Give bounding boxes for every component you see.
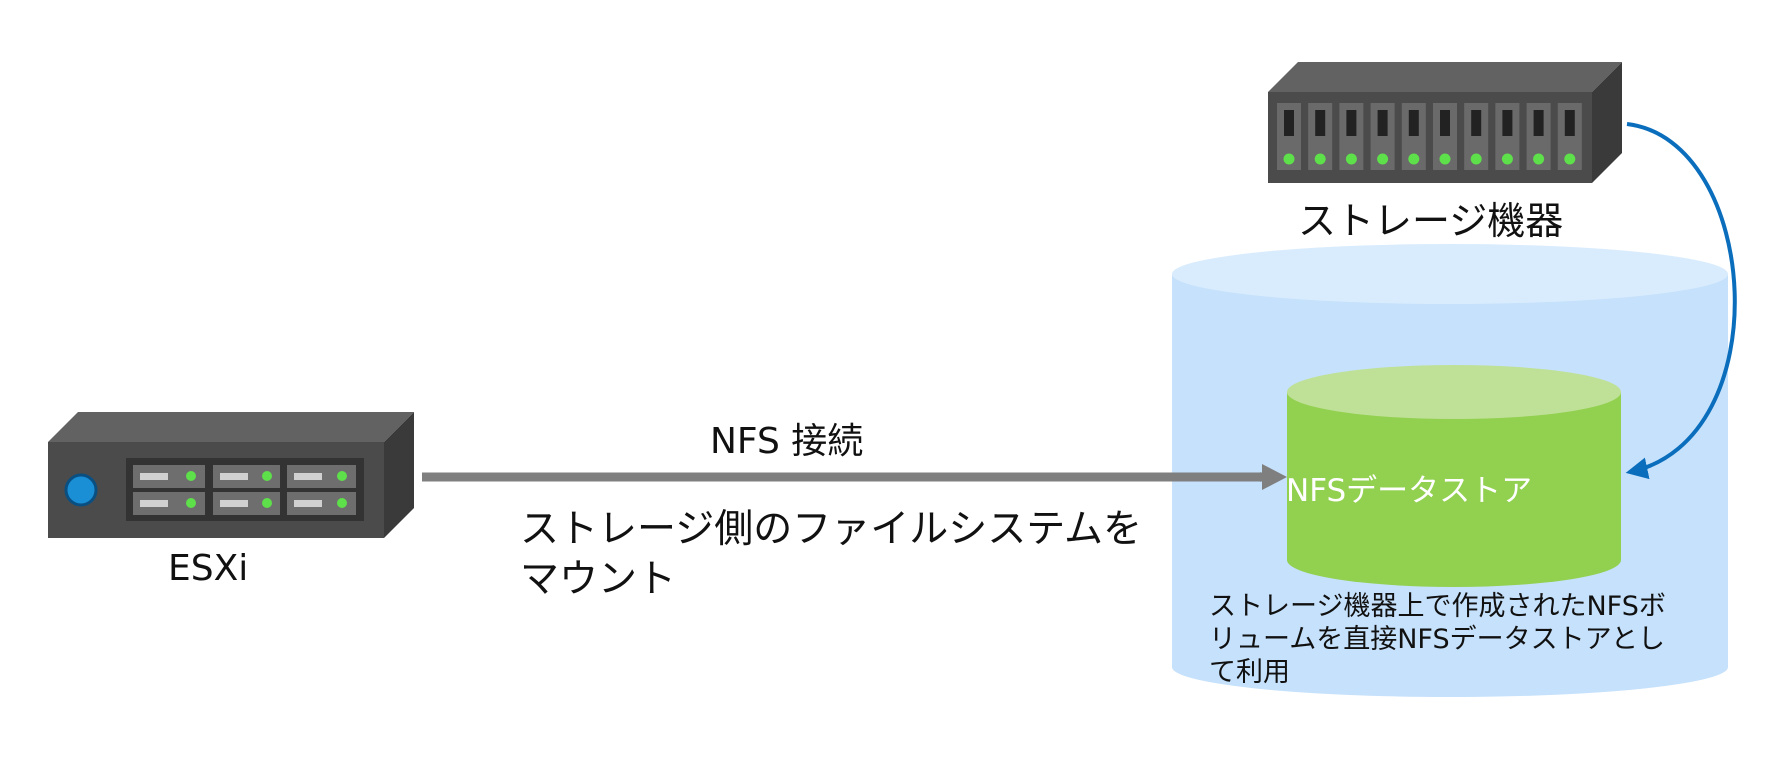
storage-drive-slot bbox=[1346, 110, 1357, 136]
nfs-connection-label: NFS 接続 bbox=[710, 421, 864, 462]
storage-drive-slot bbox=[1502, 110, 1513, 136]
esxi-label: ESXi bbox=[168, 548, 249, 589]
nfs-datastore-label: NFSデータストア bbox=[1286, 473, 1533, 509]
storage-drive-slot bbox=[1440, 110, 1450, 136]
storage-drive-led bbox=[1314, 153, 1326, 165]
storage-drive-led bbox=[1377, 153, 1389, 165]
esxi-drive-bays bbox=[133, 465, 356, 515]
nfs-datastore-cylinder bbox=[1287, 365, 1621, 587]
storage-drive-bays bbox=[1277, 103, 1582, 170]
storage-drive-slot bbox=[1408, 110, 1419, 136]
storage-drive-slot bbox=[1533, 110, 1544, 136]
storage-drive-slot bbox=[1284, 110, 1294, 136]
storage-drive-led bbox=[1501, 153, 1513, 165]
provision-curve-arrow bbox=[1625, 122, 1737, 480]
storage-drive-led bbox=[1408, 153, 1420, 165]
storage-drive-led bbox=[1283, 153, 1295, 165]
storage-drive-slot bbox=[1377, 110, 1388, 136]
storage-drive-led bbox=[1439, 153, 1451, 165]
storage-drive-slot bbox=[1564, 110, 1575, 136]
storage-drive-led bbox=[1345, 153, 1357, 165]
storage-drive-led bbox=[1533, 153, 1545, 165]
nfs-connection-arrowhead bbox=[1262, 464, 1287, 490]
nfs-volume-description: ストレージ機器上で作成されたNFSボリュームを直接NFSデータストアとして利用 bbox=[1209, 591, 1666, 688]
storage-drive-slot bbox=[1471, 110, 1482, 136]
storage-drive-led bbox=[1564, 153, 1576, 165]
storage-label: ストレージ機器 bbox=[1298, 199, 1564, 243]
storage-drive-slot bbox=[1315, 110, 1326, 136]
mount-description: ストレージ側のファイルシステムをマウント bbox=[520, 507, 1143, 602]
esxi-server-icon bbox=[48, 412, 414, 538]
storage-drive-led bbox=[1470, 153, 1482, 165]
storage-appliance-icon bbox=[1268, 62, 1622, 183]
